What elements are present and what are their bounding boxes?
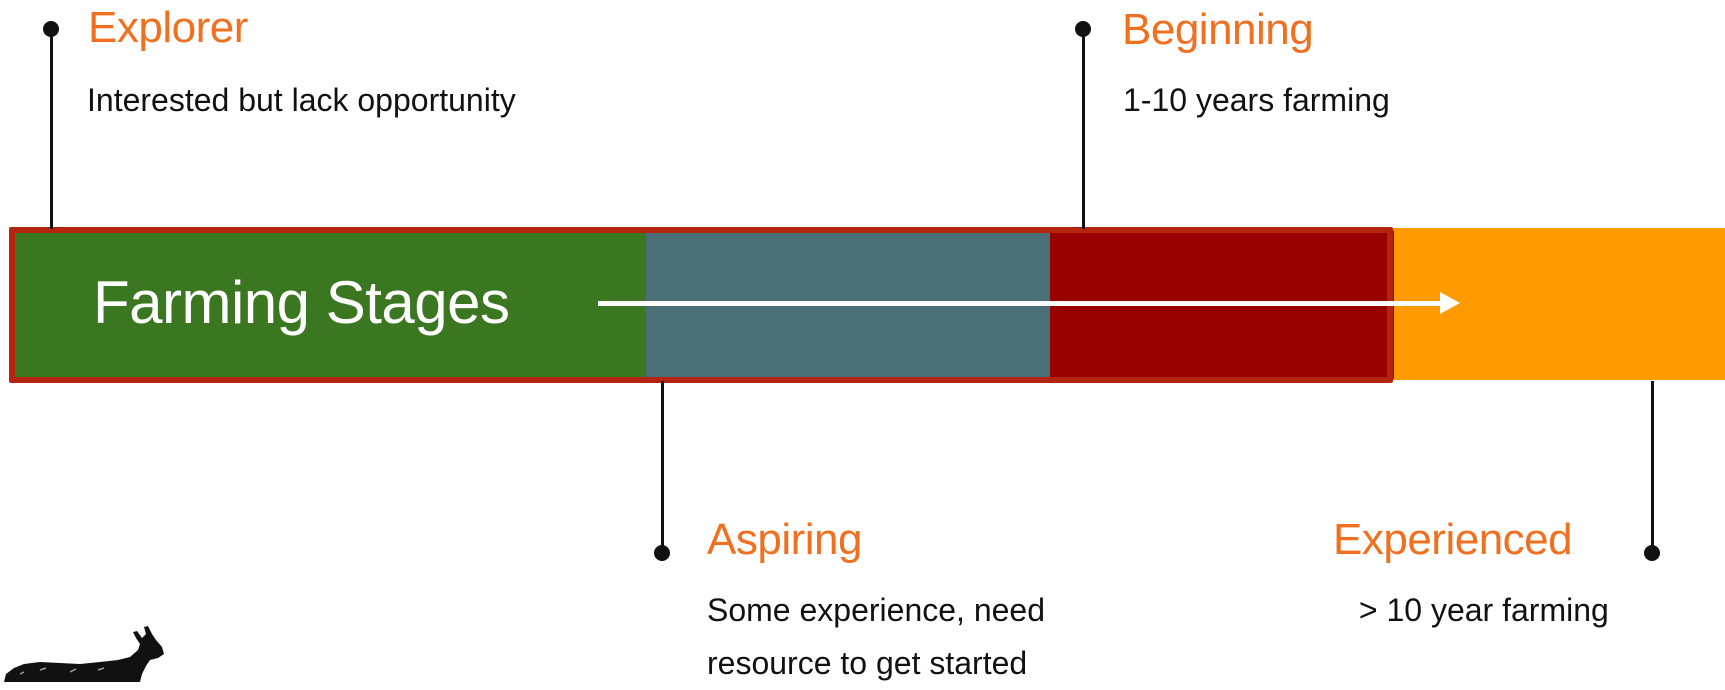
stage-desc-experienced: > 10 year farming bbox=[1350, 592, 1609, 628]
explorer-connector-line bbox=[50, 28, 53, 229]
stage-desc-beginning: 1-10 years farming bbox=[1123, 82, 1390, 118]
beginning-marker-dot bbox=[1075, 21, 1091, 37]
aspiring-connector-line bbox=[661, 381, 664, 553]
stage-title-beginning: Beginning bbox=[1122, 5, 1314, 54]
experienced-marker-dot bbox=[1644, 545, 1660, 561]
progress-arrow-shaft bbox=[598, 301, 1444, 306]
explorer-marker-dot bbox=[43, 21, 59, 37]
stage-desc-aspiring-line-1: Some experience, need bbox=[707, 592, 1045, 628]
stage-title-experienced: Experienced bbox=[1333, 515, 1573, 564]
goat-logo-icon bbox=[4, 626, 164, 682]
beginning-connector-line bbox=[1082, 28, 1085, 229]
experienced-connector-line bbox=[1651, 381, 1654, 553]
progress-arrow-head bbox=[1440, 292, 1460, 314]
stage-desc-aspiring-line-2: resource to get started bbox=[707, 645, 1028, 681]
bar-title: Farming Stages bbox=[93, 269, 510, 336]
stage-title-aspiring: Aspiring bbox=[707, 515, 862, 564]
stage-title-explorer: Explorer bbox=[88, 3, 248, 52]
stage-desc-explorer: Interested but lack opportunity bbox=[87, 82, 516, 118]
stage-segment-explorer bbox=[13, 231, 646, 379]
aspiring-marker-dot bbox=[654, 545, 670, 561]
